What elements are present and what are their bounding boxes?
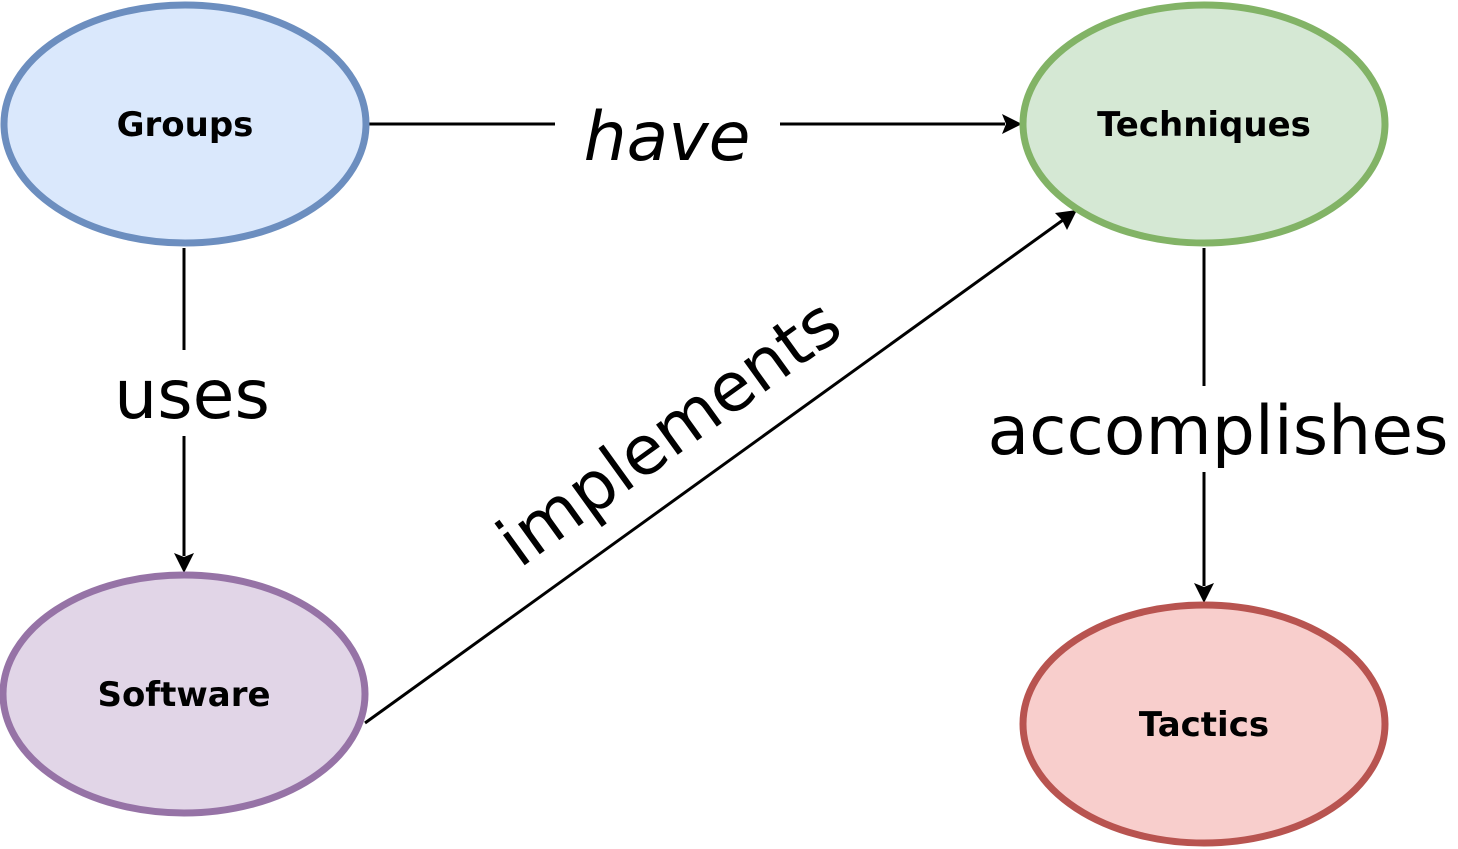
node-tactics-shape: [1019, 601, 1389, 847]
edge-have: have: [368, 98, 1022, 177]
edge-accomplishes-label: accomplishes: [987, 392, 1448, 471]
edge-implements-line: [364, 218, 1064, 725]
edge-implements-arrowhead: [1055, 210, 1077, 230]
edge-uses: uses: [114, 248, 270, 573]
edge-uses-arrowhead: [174, 553, 194, 573]
edge-have-arrowhead: [1002, 114, 1022, 134]
edge-uses-label: uses: [114, 356, 270, 435]
node-techniques[interactable]: Techniques: [1019, 1, 1389, 247]
edge-accomplishes: accomplishes: [987, 248, 1449, 603]
node-tactics-label: Tactics: [1139, 705, 1269, 745]
node-groups-shape: [0, 1, 370, 247]
node-tactics[interactable]: Tactics: [1019, 601, 1389, 847]
edge-implements: implements: [364, 210, 1077, 725]
node-groups-label: Groups: [117, 105, 254, 145]
node-groups[interactable]: Groups: [0, 1, 370, 247]
node-techniques-shape: [1019, 1, 1389, 247]
edge-accomplishes-arrowhead: [1194, 583, 1214, 603]
edge-have-label: have: [584, 98, 751, 177]
edge-implements-label: implements: [483, 283, 856, 582]
node-software[interactable]: Software: [0, 571, 369, 817]
node-software-label: Software: [97, 675, 270, 715]
node-software-shape: [0, 571, 369, 817]
node-techniques-label: Techniques: [1097, 105, 1311, 145]
